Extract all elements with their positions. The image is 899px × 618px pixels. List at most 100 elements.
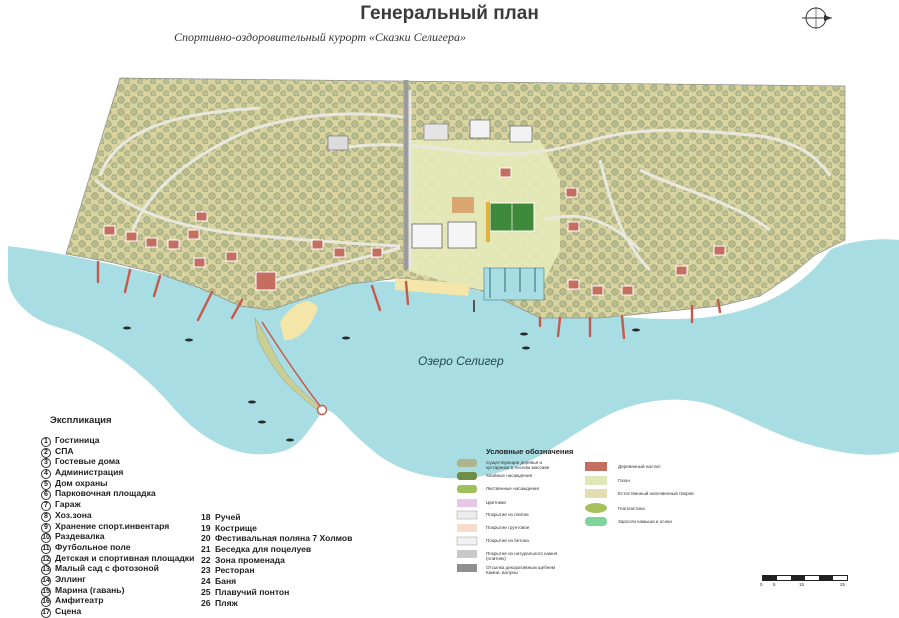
paths <box>94 90 832 284</box>
playground <box>452 197 474 213</box>
explication-item-label: Беседка для поцелуев <box>215 544 312 555</box>
explication-item: 13 Малый сад с фотозоной <box>41 563 194 576</box>
explication-item-label: Раздевалка <box>55 531 105 542</box>
parking-area <box>423 123 449 141</box>
explication-item: 23 Ресторан <box>201 565 352 576</box>
explication-item-number: 8 <box>41 511 51 522</box>
explication-item-label: Пляж <box>215 597 238 608</box>
explication-item-label: Баня <box>215 576 237 587</box>
beach-area <box>280 301 318 341</box>
explication-item-number: 14 <box>41 575 51 586</box>
explication-item-number: 13 <box>41 565 51 576</box>
central-lawn <box>405 140 560 290</box>
scale-label: 15 <box>799 582 805 587</box>
boats <box>123 326 640 442</box>
explication-item-number: 6 <box>41 490 51 501</box>
scale-label: 0 <box>760 582 763 587</box>
explication-item-number: 23 <box>201 565 211 576</box>
legend-item-label: Цветники <box>486 500 506 505</box>
explication-item-label: Плавучий понтон <box>215 586 290 597</box>
garage-building <box>509 125 533 143</box>
legend-item-label: Отсыпка декоративным щебнем Камни, валун… <box>486 565 556 575</box>
explication-item-label: СПА <box>55 445 74 456</box>
explication-item: 24 Баня <box>201 576 352 587</box>
explication-item-number: 24 <box>201 576 211 587</box>
explication-item-number: 3 <box>41 458 51 469</box>
utility-zone <box>327 135 349 151</box>
explication-item-label: Малый сад с фотозоной <box>55 563 159 574</box>
explication-item-number: 26 <box>201 597 211 608</box>
explication-item-label: Гостевые дома <box>55 456 120 467</box>
legend-item-label: Покрытие из плитки <box>486 512 529 517</box>
explication-item-label: Марина (гавань) <box>55 584 125 595</box>
beach-area-central <box>395 278 470 296</box>
legend-item-label: Хвойные насаждения <box>486 473 533 478</box>
explication-item-label: Гараж <box>55 499 81 510</box>
hotel-building <box>447 221 477 249</box>
explication-item-label: Парковочная площадка <box>55 488 156 499</box>
explication-item: 7 Гараж <box>41 499 194 512</box>
compass-rose-icon <box>802 7 832 29</box>
legend-item-label: Существующие деревья и кустарники в лесн… <box>486 460 550 470</box>
explication-item-number: 11 <box>41 543 51 554</box>
explication-item: 26 Пляж <box>201 598 352 609</box>
explication-item-number: 15 <box>41 586 51 597</box>
explication-item-label: Ресторан <box>215 565 255 576</box>
legend-title: Условные обозначения <box>486 447 574 456</box>
explication-item-number: 22 <box>201 554 211 565</box>
explication-item-number: 9 <box>41 522 51 533</box>
explication-item-label: Футбольное поле <box>55 541 131 552</box>
spa-building <box>411 223 443 249</box>
map-title: Генеральный план <box>360 3 539 24</box>
pier-end <box>316 404 328 416</box>
explication-item-label: Ручей <box>215 512 241 522</box>
administration-building <box>469 119 491 139</box>
explication-item-number: 18 <box>201 512 211 522</box>
legend-item-label: Заросли камыша и осоки <box>618 519 672 524</box>
explication-item-number: 4 <box>41 469 51 480</box>
legend-item-label: Лиственные насаждения <box>486 486 539 491</box>
explication-item-label: Хоз.зона <box>55 509 92 520</box>
explication-item-label: Эллинг <box>55 573 86 584</box>
scale-label: 25 <box>840 582 846 587</box>
explication-item: 3 Гостевые дома <box>41 456 194 469</box>
explication-item-number: 7 <box>41 501 51 512</box>
explication-item-number: 5 <box>41 479 51 490</box>
running-track <box>486 202 490 242</box>
explication-item-label: Дом охраны <box>55 477 108 488</box>
explication-title: Экспликация <box>50 415 112 426</box>
legend-item-label: Покрытие из бетона <box>486 538 529 543</box>
explication-item-label: Администрация <box>55 467 124 478</box>
explication-item: 18 Ручей <box>201 512 352 523</box>
piers <box>96 260 722 340</box>
legend-item-label: Деревянный настил <box>618 464 661 469</box>
explication-item: 8 Хоз.зона <box>41 509 194 522</box>
explication-item: 4 Администрация <box>41 467 194 480</box>
guest-houses <box>103 167 726 296</box>
explication-item-label: Кострище <box>215 522 257 533</box>
explication-item: 5 Дом охраны <box>41 477 194 490</box>
legend-item-label: Естественный напочвенный покров <box>618 491 694 496</box>
explication-item-label: Зона променада <box>215 554 285 565</box>
explication-item: 19 Кострище <box>201 523 352 534</box>
explication-item-number: 20 <box>201 533 211 544</box>
scale-bar <box>762 575 848 581</box>
explication-item-label: Детская и спортивная площадки <box>55 552 195 563</box>
legend-swatches <box>456 459 607 572</box>
map-subtitle: Спортивно-оздоровительный курорт «Сказки… <box>173 30 467 44</box>
explication-item-number: 19 <box>201 522 211 533</box>
explication-item-number: 17 <box>41 608 51 618</box>
explication-item: 22 Зона променада <box>201 555 352 566</box>
explication-item: 15 Марина (гавань) <box>41 584 194 597</box>
explication-item: 21 Беседка для поцелуев <box>201 544 352 555</box>
legend-item-label: Покрытие из натурального камня (плитняк) <box>486 551 558 561</box>
explication-item-number: 21 <box>201 544 211 555</box>
